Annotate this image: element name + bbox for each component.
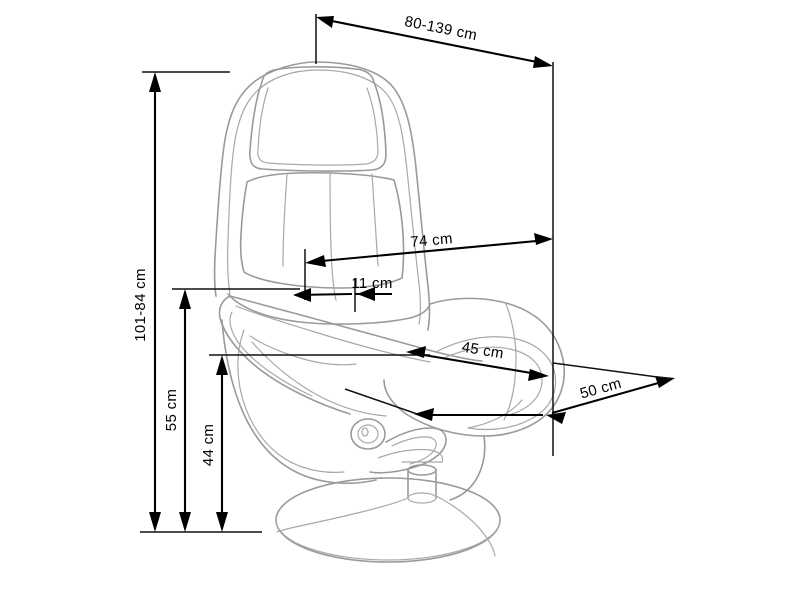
right-arm-lower-edge [467,399,523,429]
seat-cushion-front [383,379,485,437]
backrest-to-seat-joint [227,293,431,325]
recline-knob [350,418,386,450]
footrest-lever-inner [391,436,437,465]
seat-depth-dimension-line [411,351,544,377]
height-arrow-top [149,72,161,92]
chair-side-panel [221,319,377,485]
footrest-plate [377,448,444,463]
seat-height-low-label: 44 cm [200,424,217,466]
base-to-column-sweep [276,497,409,533]
right-arm-side-seam [503,303,517,421]
offset-arrow-right [357,287,375,301]
seat-low-arrow-top [216,355,228,375]
height-arrow-bottom [149,512,161,532]
left-armrest-underside [229,311,313,397]
overall-height-label: 101-84 cm [132,268,149,342]
pedestal-column [407,469,437,499]
seat-reference-leaders [344,362,673,421]
back-seam-right [371,173,379,267]
seat-ref-leader-upper [552,362,673,380]
back-seam-left [282,174,288,267]
backrest-height-label: 74 cm [410,230,454,251]
seat-height-arrow-top [179,289,191,309]
pedestal-base-rim [275,519,501,561]
backrest-right-edge [315,61,431,331]
seat-ref-lower-arrow [414,408,434,421]
seat-low-arrow-bottom [216,512,228,532]
seat-depth-label: 45 cm [460,339,505,363]
pedestal-column-bottom [407,492,437,504]
offset-label: 11 cm [351,275,392,292]
depth-arrow-left [316,16,334,28]
pedestal-base-disc [275,477,501,563]
backrest-dimension-line [310,238,548,264]
left-armrest-top [229,295,483,362]
dimension-backrest-height: 74 cm [304,230,553,300]
dimension-seat-width: 50 cm [546,375,675,424]
side-panel-inner-contour [237,329,345,473]
knob-detail-dot [361,427,369,437]
seat-height-label: 55 cm [163,389,180,431]
seat-ref-leader-lower [344,388,421,416]
pedestal-column-top [407,464,437,476]
headrest-panel [249,66,387,172]
chair-illustration [213,61,566,563]
side-panel-sweep [251,341,387,417]
backrest-inner-right [317,69,422,325]
dimension-seat-depth: 45 cm [406,339,549,381]
backrest-arrow-right [534,233,553,245]
headrest-inner-seam [257,87,379,166]
offset-arrow-left [293,288,311,302]
seat-cushion-inner-seam [443,346,543,415]
depth-dimension-line [321,17,548,66]
seat-width-arrow-left [546,412,566,424]
dimension-seat-height-low: 44 cm [200,354,430,532]
left-armrest-front-curve [218,295,351,415]
backrest-outer-shell [213,61,317,297]
depth-range-label: 80-139 cm [403,13,478,44]
side-panel-seam [249,335,357,366]
seat-depth-arrow-left [406,346,426,358]
recline-knob-inner [357,424,379,444]
seat-width-dimension-line [551,378,670,415]
seat-cushion-top-edge [435,336,557,431]
dimension-seat-height: 55 cm [163,288,300,532]
depth-arrow-right [533,56,553,68]
right-body-lower [449,435,486,501]
dimension-overall-height: 101-84 cm [132,71,230,532]
seat-depth-arrow-right [528,369,549,381]
lumbar-panel [239,171,405,289]
base-right-sweep [435,495,496,557]
back-seam-center [329,171,337,301]
backrest-inner-shell [227,69,319,295]
dimension-offset: 11 cm [293,275,392,312]
backrest-arrow-left [305,255,326,267]
right-armrest-outer [429,297,566,437]
footrest-lever [369,427,447,474]
seat-height-arrow-bottom [179,512,191,532]
